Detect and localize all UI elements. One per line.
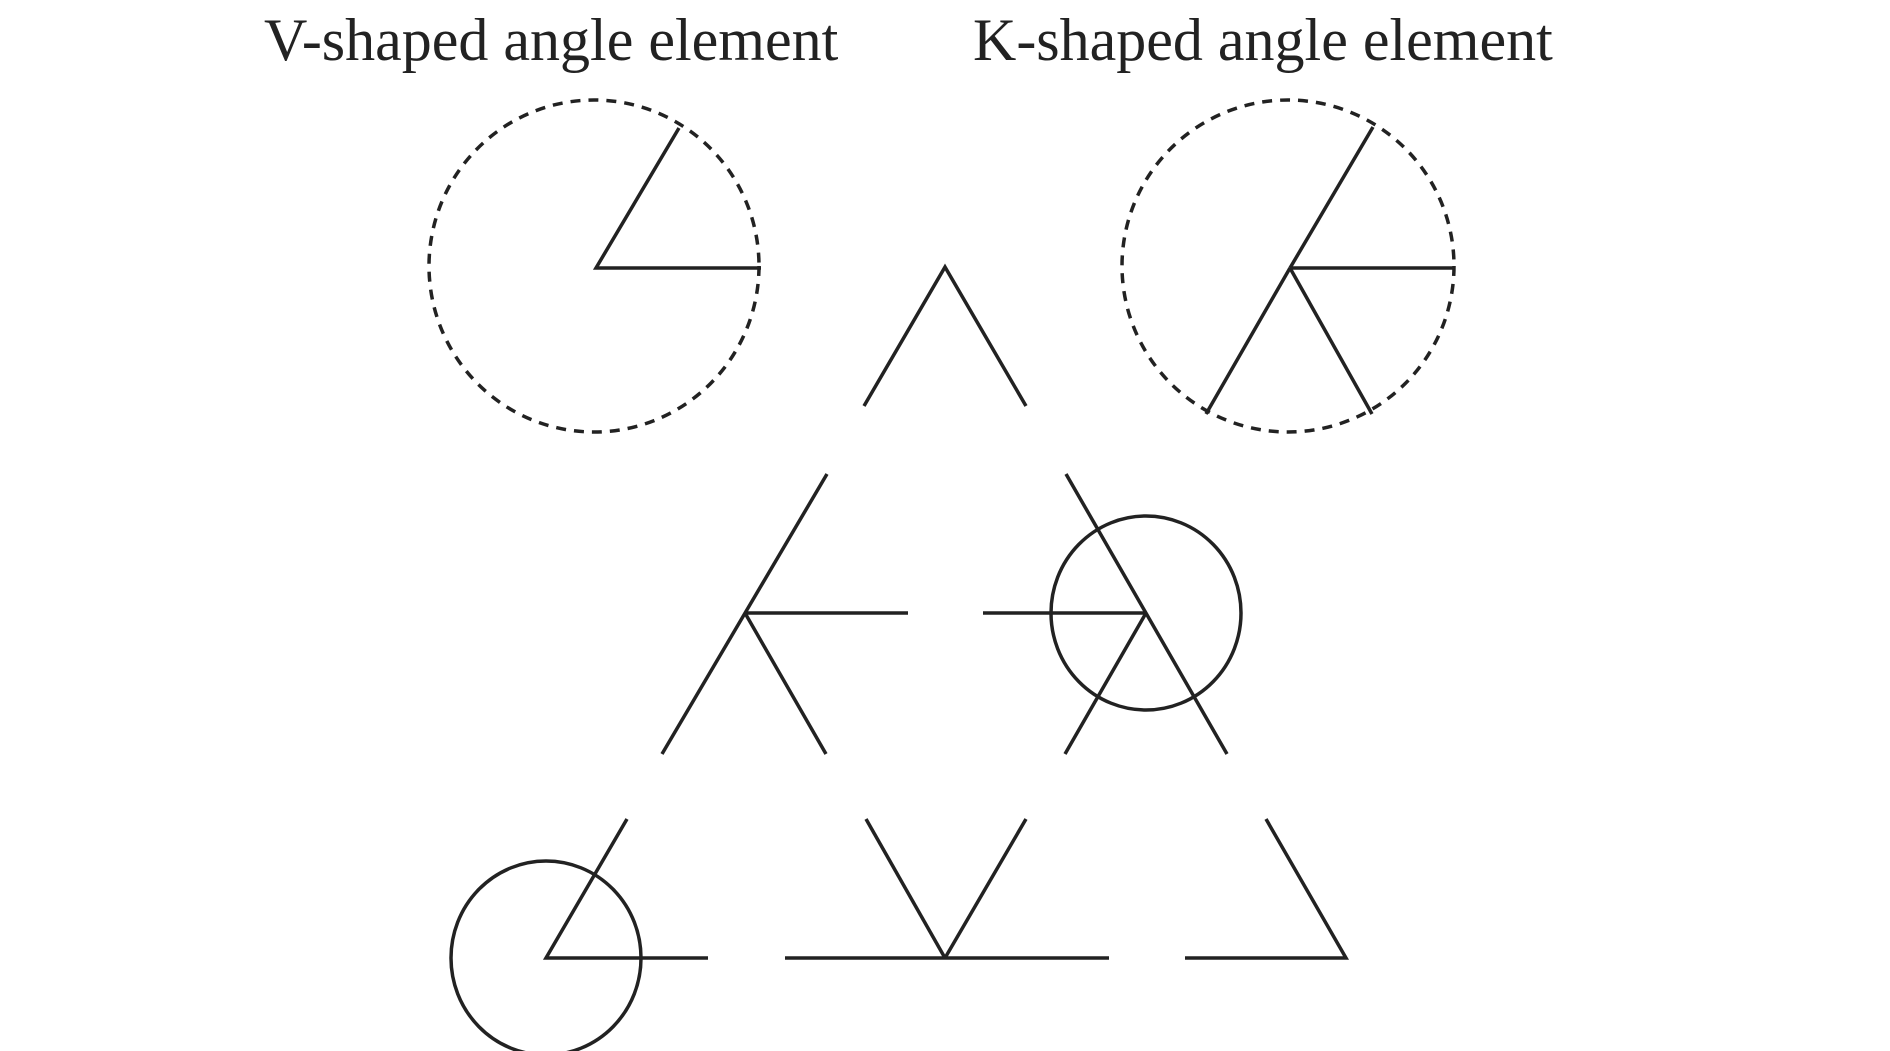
v-shaped-dashed-circle [427,98,761,434]
k-shaped-dashed-circle [1120,98,1456,434]
v-shaped-angle-example [427,98,761,434]
left-middle-k-element [660,473,908,755]
bottom-left-v-element [542,818,708,960]
right-middle-highlight-circle [1049,514,1243,712]
k-shaped-angle-example [1120,98,1456,434]
right-middle-k-element [983,473,1229,755]
bottom-right-v-element [1185,818,1350,960]
k-shaped-lower-right-line [1288,267,1374,415]
v-shaped-angle-label: V-shaped angle element [264,7,839,73]
v-shaped-angle-lines [592,127,761,270]
angle-element-triangle [449,263,1350,1051]
bottom-center-k-element [785,818,1109,960]
bottom-left-highlight-circle [449,859,643,1051]
apex-v-element [862,263,1028,407]
k-shaped-angle-label: K-shaped angle element [973,7,1553,73]
k-shaped-upper-line [1288,126,1375,269]
k-shaped-lower-left-line [1204,267,1292,415]
